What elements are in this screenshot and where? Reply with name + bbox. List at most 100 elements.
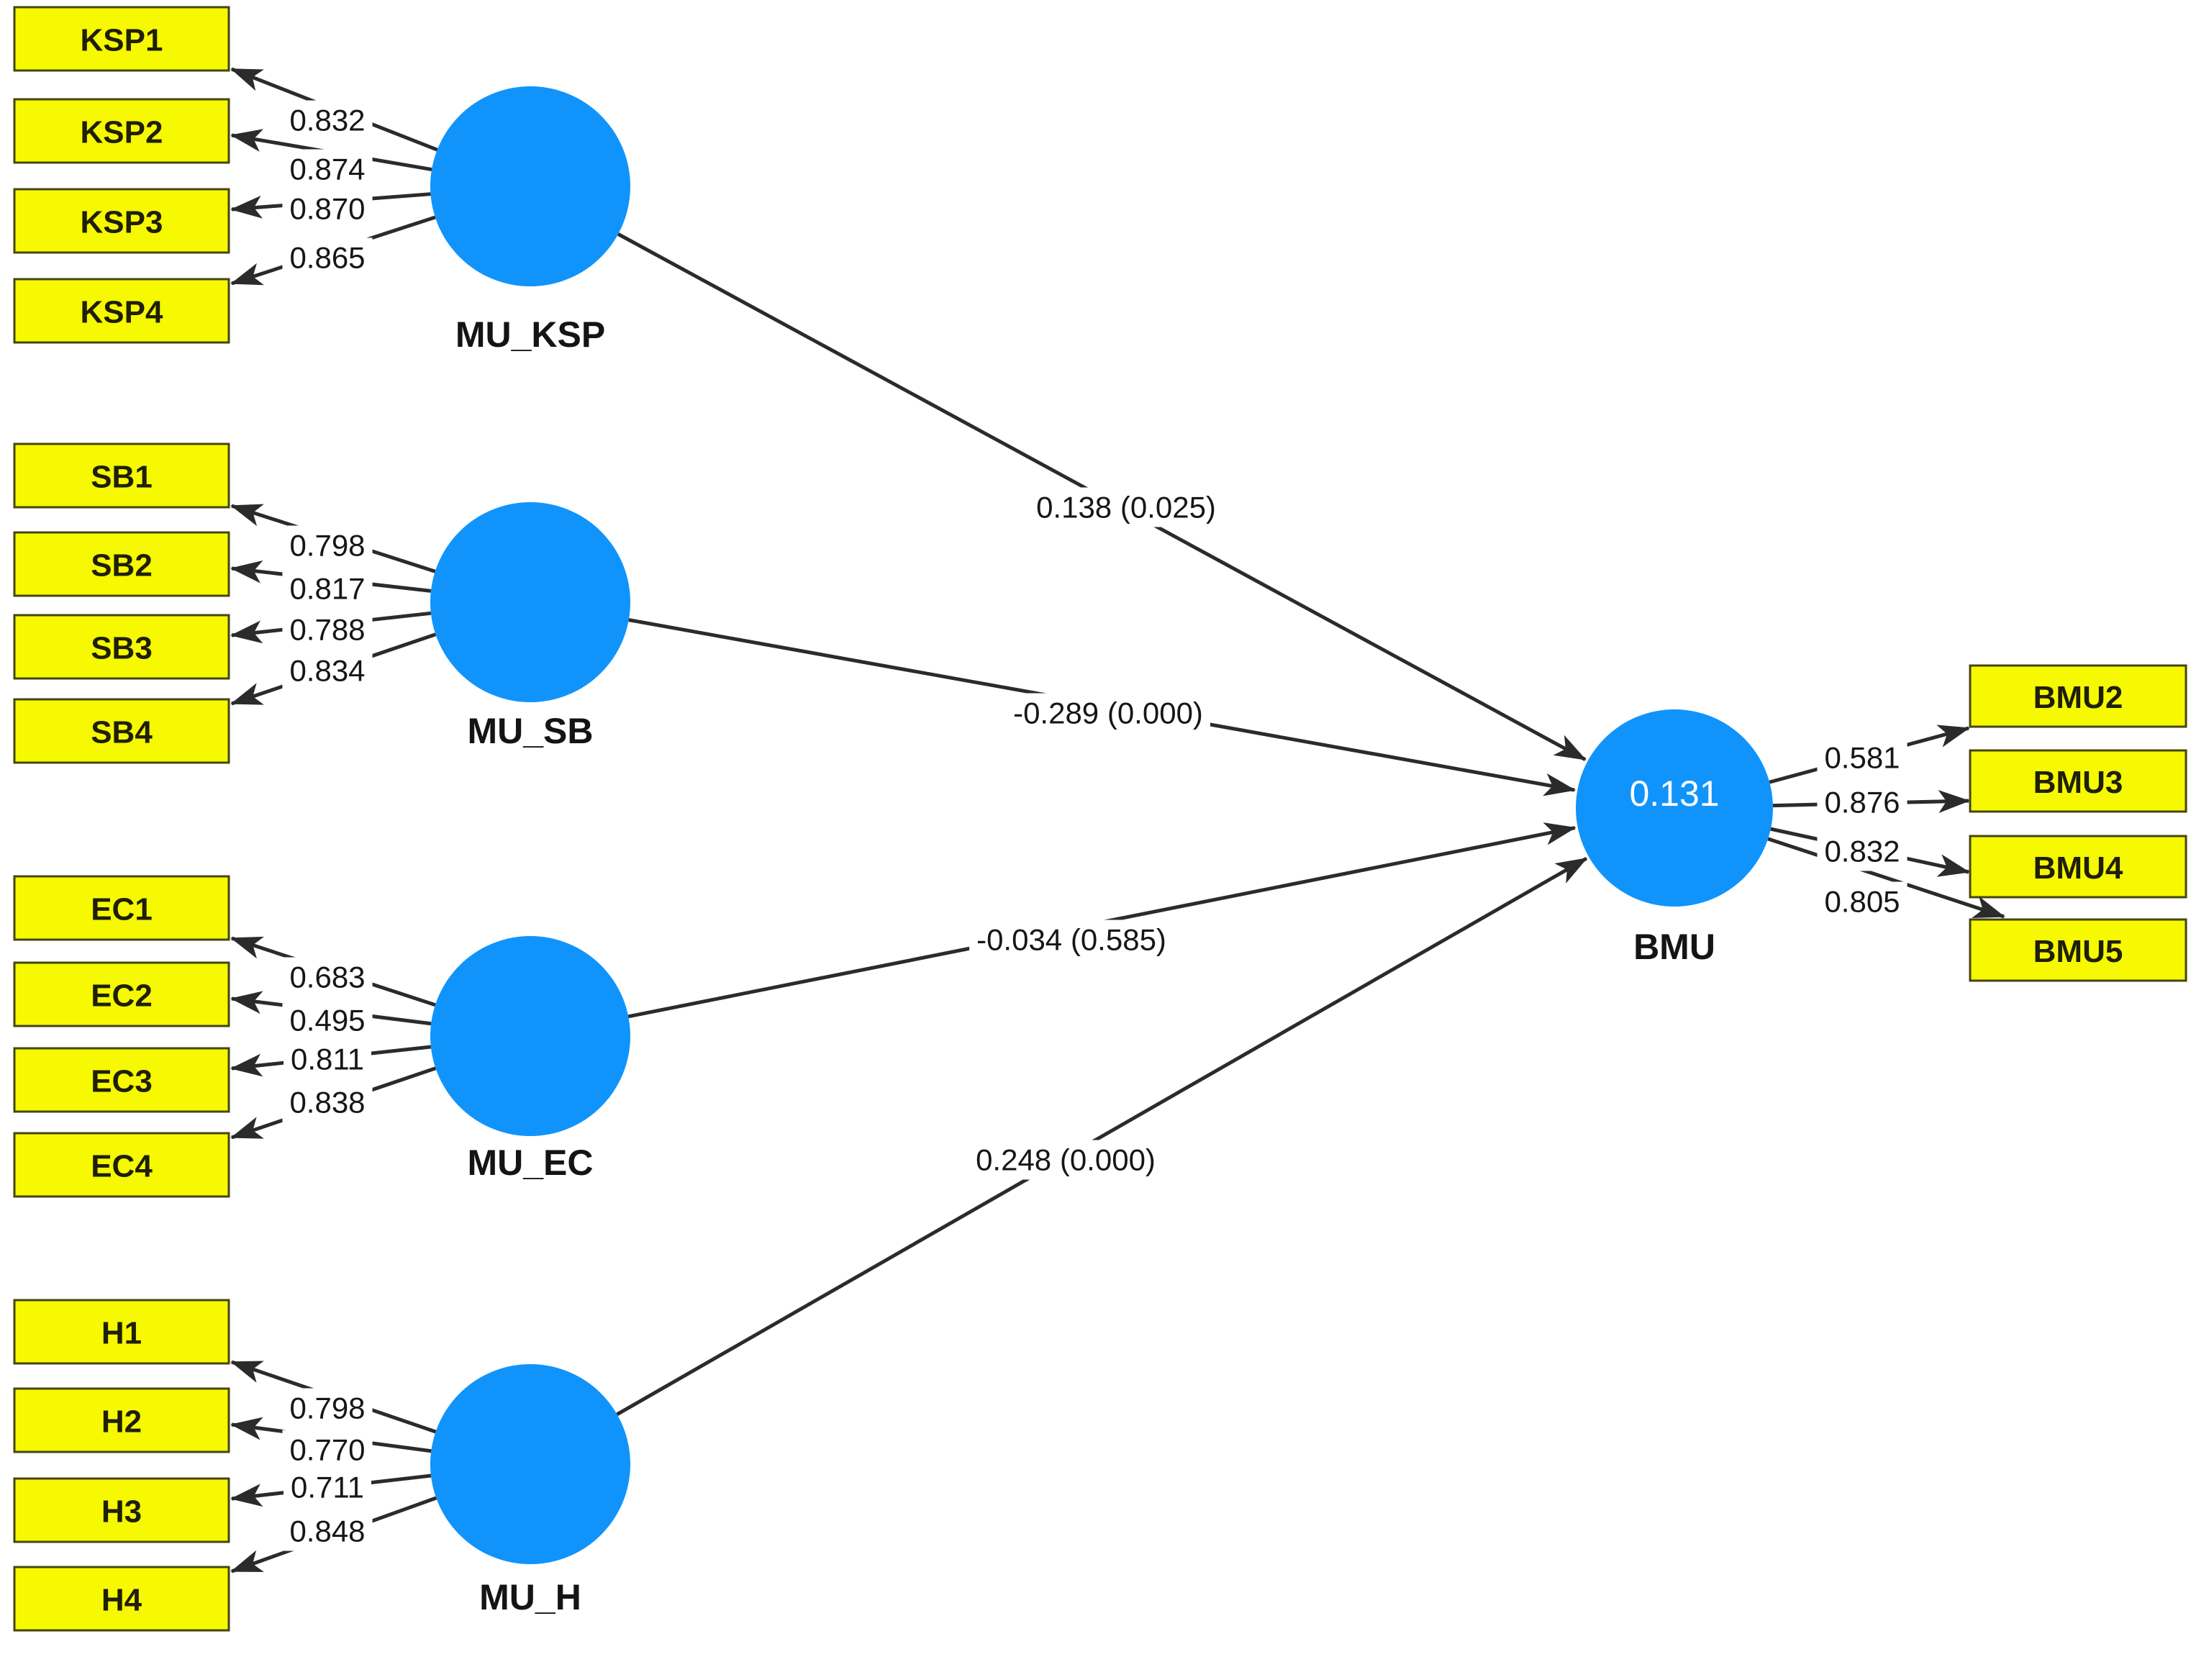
loading-value-BMU5-bg bbox=[1817, 881, 1908, 922]
indicator-box-SB3[interactable] bbox=[13, 614, 230, 680]
loading-value-EC4: 0.838 bbox=[289, 1086, 365, 1120]
construct-label-MU_SB: MU_SB bbox=[467, 711, 593, 751]
indicator-label-SB3: SB3 bbox=[91, 631, 153, 666]
indicator-box-SB4[interactable] bbox=[13, 698, 230, 764]
indicator-label-BMU5: BMU5 bbox=[2033, 934, 2123, 969]
construct-circle-MU_KSP[interactable] bbox=[430, 86, 630, 286]
indicator-box-KSP1[interactable] bbox=[13, 6, 230, 72]
indicator-box-EC1[interactable] bbox=[13, 875, 230, 941]
indicator-box-SB2[interactable] bbox=[13, 531, 230, 597]
loading-value-SB3-bg bbox=[282, 609, 373, 650]
construct-circles-layer bbox=[430, 86, 1773, 1564]
loading-value-SB1: 0.798 bbox=[289, 529, 365, 563]
indicator-box-BMU4[interactable] bbox=[1969, 835, 2187, 899]
loading-value-EC1-bg bbox=[282, 957, 373, 997]
loading-value-SB4-bg bbox=[282, 650, 373, 691]
indicator-label-KSP4: KSP4 bbox=[81, 295, 163, 330]
indicator-box-H2[interactable] bbox=[13, 1387, 230, 1453]
construct-circle-MU_H[interactable] bbox=[430, 1364, 630, 1564]
loading-value-BMU3-bg bbox=[1817, 782, 1908, 822]
construct-label-MU_EC: MU_EC bbox=[467, 1143, 593, 1183]
construct-label-MU_KSP: MU_KSP bbox=[455, 314, 605, 355]
loading-value-BMU4-bg bbox=[1817, 831, 1908, 871]
indicator-box-KSP3[interactable] bbox=[13, 188, 230, 254]
loading-value-H2: 0.770 bbox=[289, 1433, 365, 1467]
indicator-label-H2: H2 bbox=[101, 1404, 142, 1440]
indicator-box-EC3[interactable] bbox=[13, 1047, 230, 1113]
path-arrow-MU_H-BMU[interactable] bbox=[616, 856, 1588, 1417]
indicator-label-H3: H3 bbox=[101, 1494, 142, 1530]
indicator-box-SB1[interactable] bbox=[13, 442, 230, 509]
path-coefficient-MU_SB-BMU-bg bbox=[1006, 693, 1210, 733]
indicator-label-EC1: EC1 bbox=[91, 892, 153, 927]
path-coefficient-MU_SB-BMU: -0.289 (0.000) bbox=[1013, 696, 1203, 730]
construct-circle-MU_SB[interactable] bbox=[430, 502, 630, 702]
indicator-label-KSP2: KSP2 bbox=[81, 115, 163, 150]
indicator-box-H3[interactable] bbox=[13, 1477, 230, 1543]
indicator-box-KSP2[interactable] bbox=[13, 98, 230, 164]
loading-value-SB2-bg bbox=[282, 568, 373, 609]
indicator-box-KSP4[interactable] bbox=[13, 278, 230, 344]
path-coefficient-MU_H-BMU-bg bbox=[969, 1140, 1163, 1180]
indicator-label-KSP3: KSP3 bbox=[81, 205, 163, 240]
indicator-box-BMU5[interactable] bbox=[1969, 918, 2187, 982]
value-labels-layer: 0.832 0.874 0.870 0.865 0.798 0.817 0.788 0.834… bbox=[282, 100, 1908, 1551]
indicator-boxes-layer: KSP1KSP2KSP3KSP4SB1SB2SB3SB4EC1EC2EC3EC4… bbox=[13, 6, 2187, 1632]
loading-value-BMU2: 0.581 bbox=[1824, 741, 1900, 775]
indicator-label-EC4: EC4 bbox=[91, 1149, 153, 1184]
construct-label-BMU: BMU bbox=[1633, 927, 1715, 967]
loading-value-EC3-bg bbox=[284, 1039, 371, 1079]
loading-value-KSP4: 0.865 bbox=[289, 241, 365, 275]
loading-value-EC3: 0.811 bbox=[291, 1043, 364, 1076]
loading-arrow-BMU-BMU5[interactable] bbox=[1767, 837, 2005, 919]
construct-circle-BMU[interactable] bbox=[1576, 709, 1773, 907]
indicator-box-BMU2[interactable] bbox=[1969, 664, 2187, 728]
loading-value-BMU2-bg bbox=[1817, 737, 1908, 778]
loading-value-KSP3-bg bbox=[282, 189, 373, 229]
loading-value-BMU5: 0.805 bbox=[1824, 885, 1900, 919]
loading-value-KSP2-bg bbox=[282, 149, 373, 189]
loading-value-SB4: 0.834 bbox=[289, 654, 365, 688]
path-coefficient-MU_EC-BMU: -0.034 (0.585) bbox=[976, 923, 1166, 957]
construct-circle-MU_EC[interactable] bbox=[430, 936, 630, 1136]
path-coefficient-MU_KSP-BMU: 0.138 (0.025) bbox=[1036, 491, 1216, 525]
indicator-box-H1[interactable] bbox=[13, 1299, 230, 1365]
loading-value-SB2: 0.817 bbox=[289, 572, 365, 606]
loading-value-SB3: 0.788 bbox=[289, 613, 365, 647]
loading-value-KSP3: 0.870 bbox=[289, 192, 365, 226]
path-coefficient-MU_H-BMU: 0.248 (0.000) bbox=[976, 1143, 1156, 1177]
loading-value-KSP1-bg bbox=[282, 100, 373, 140]
loading-value-BMU3: 0.876 bbox=[1824, 786, 1900, 819]
indicator-label-BMU2: BMU2 bbox=[2033, 680, 2123, 715]
loading-value-H1-bg bbox=[282, 1388, 373, 1428]
loading-value-EC4-bg bbox=[282, 1082, 373, 1122]
construct-label-MU_H: MU_H bbox=[479, 1577, 581, 1617]
loading-value-SB1-bg bbox=[282, 525, 373, 566]
loading-value-BMU4: 0.832 bbox=[1824, 835, 1900, 868]
loading-value-H4: 0.848 bbox=[289, 1515, 365, 1548]
loading-value-H1: 0.798 bbox=[289, 1391, 365, 1425]
loading-value-KSP2: 0.874 bbox=[289, 153, 365, 186]
indicator-label-SB1: SB1 bbox=[91, 460, 153, 495]
path-coefficient-MU_KSP-BMU-bg bbox=[1029, 487, 1223, 527]
loading-value-EC1: 0.683 bbox=[289, 961, 365, 994]
indicator-label-H4: H4 bbox=[101, 1583, 142, 1618]
loading-value-H2-bg bbox=[282, 1430, 373, 1470]
loading-value-KSP4-bg bbox=[282, 237, 373, 278]
indicator-label-KSP1: KSP1 bbox=[81, 23, 163, 58]
loading-value-EC2-bg bbox=[282, 1000, 373, 1040]
loading-value-H4-bg bbox=[282, 1511, 373, 1551]
indicator-label-BMU4: BMU4 bbox=[2033, 850, 2123, 886]
indicator-label-SB4: SB4 bbox=[91, 715, 153, 750]
indicator-box-H4[interactable] bbox=[13, 1566, 230, 1632]
indicator-label-BMU3: BMU3 bbox=[2033, 765, 2123, 800]
indicator-label-H1: H1 bbox=[101, 1316, 142, 1351]
indicator-box-BMU3[interactable] bbox=[1969, 749, 2187, 813]
r-squared-value-BMU: 0.131 bbox=[1629, 773, 1719, 814]
indicator-box-EC4[interactable] bbox=[13, 1132, 230, 1198]
loading-value-H3: 0.711 bbox=[291, 1471, 364, 1504]
indicator-box-EC2[interactable] bbox=[13, 961, 230, 1027]
loading-value-KSP1: 0.832 bbox=[289, 104, 365, 137]
